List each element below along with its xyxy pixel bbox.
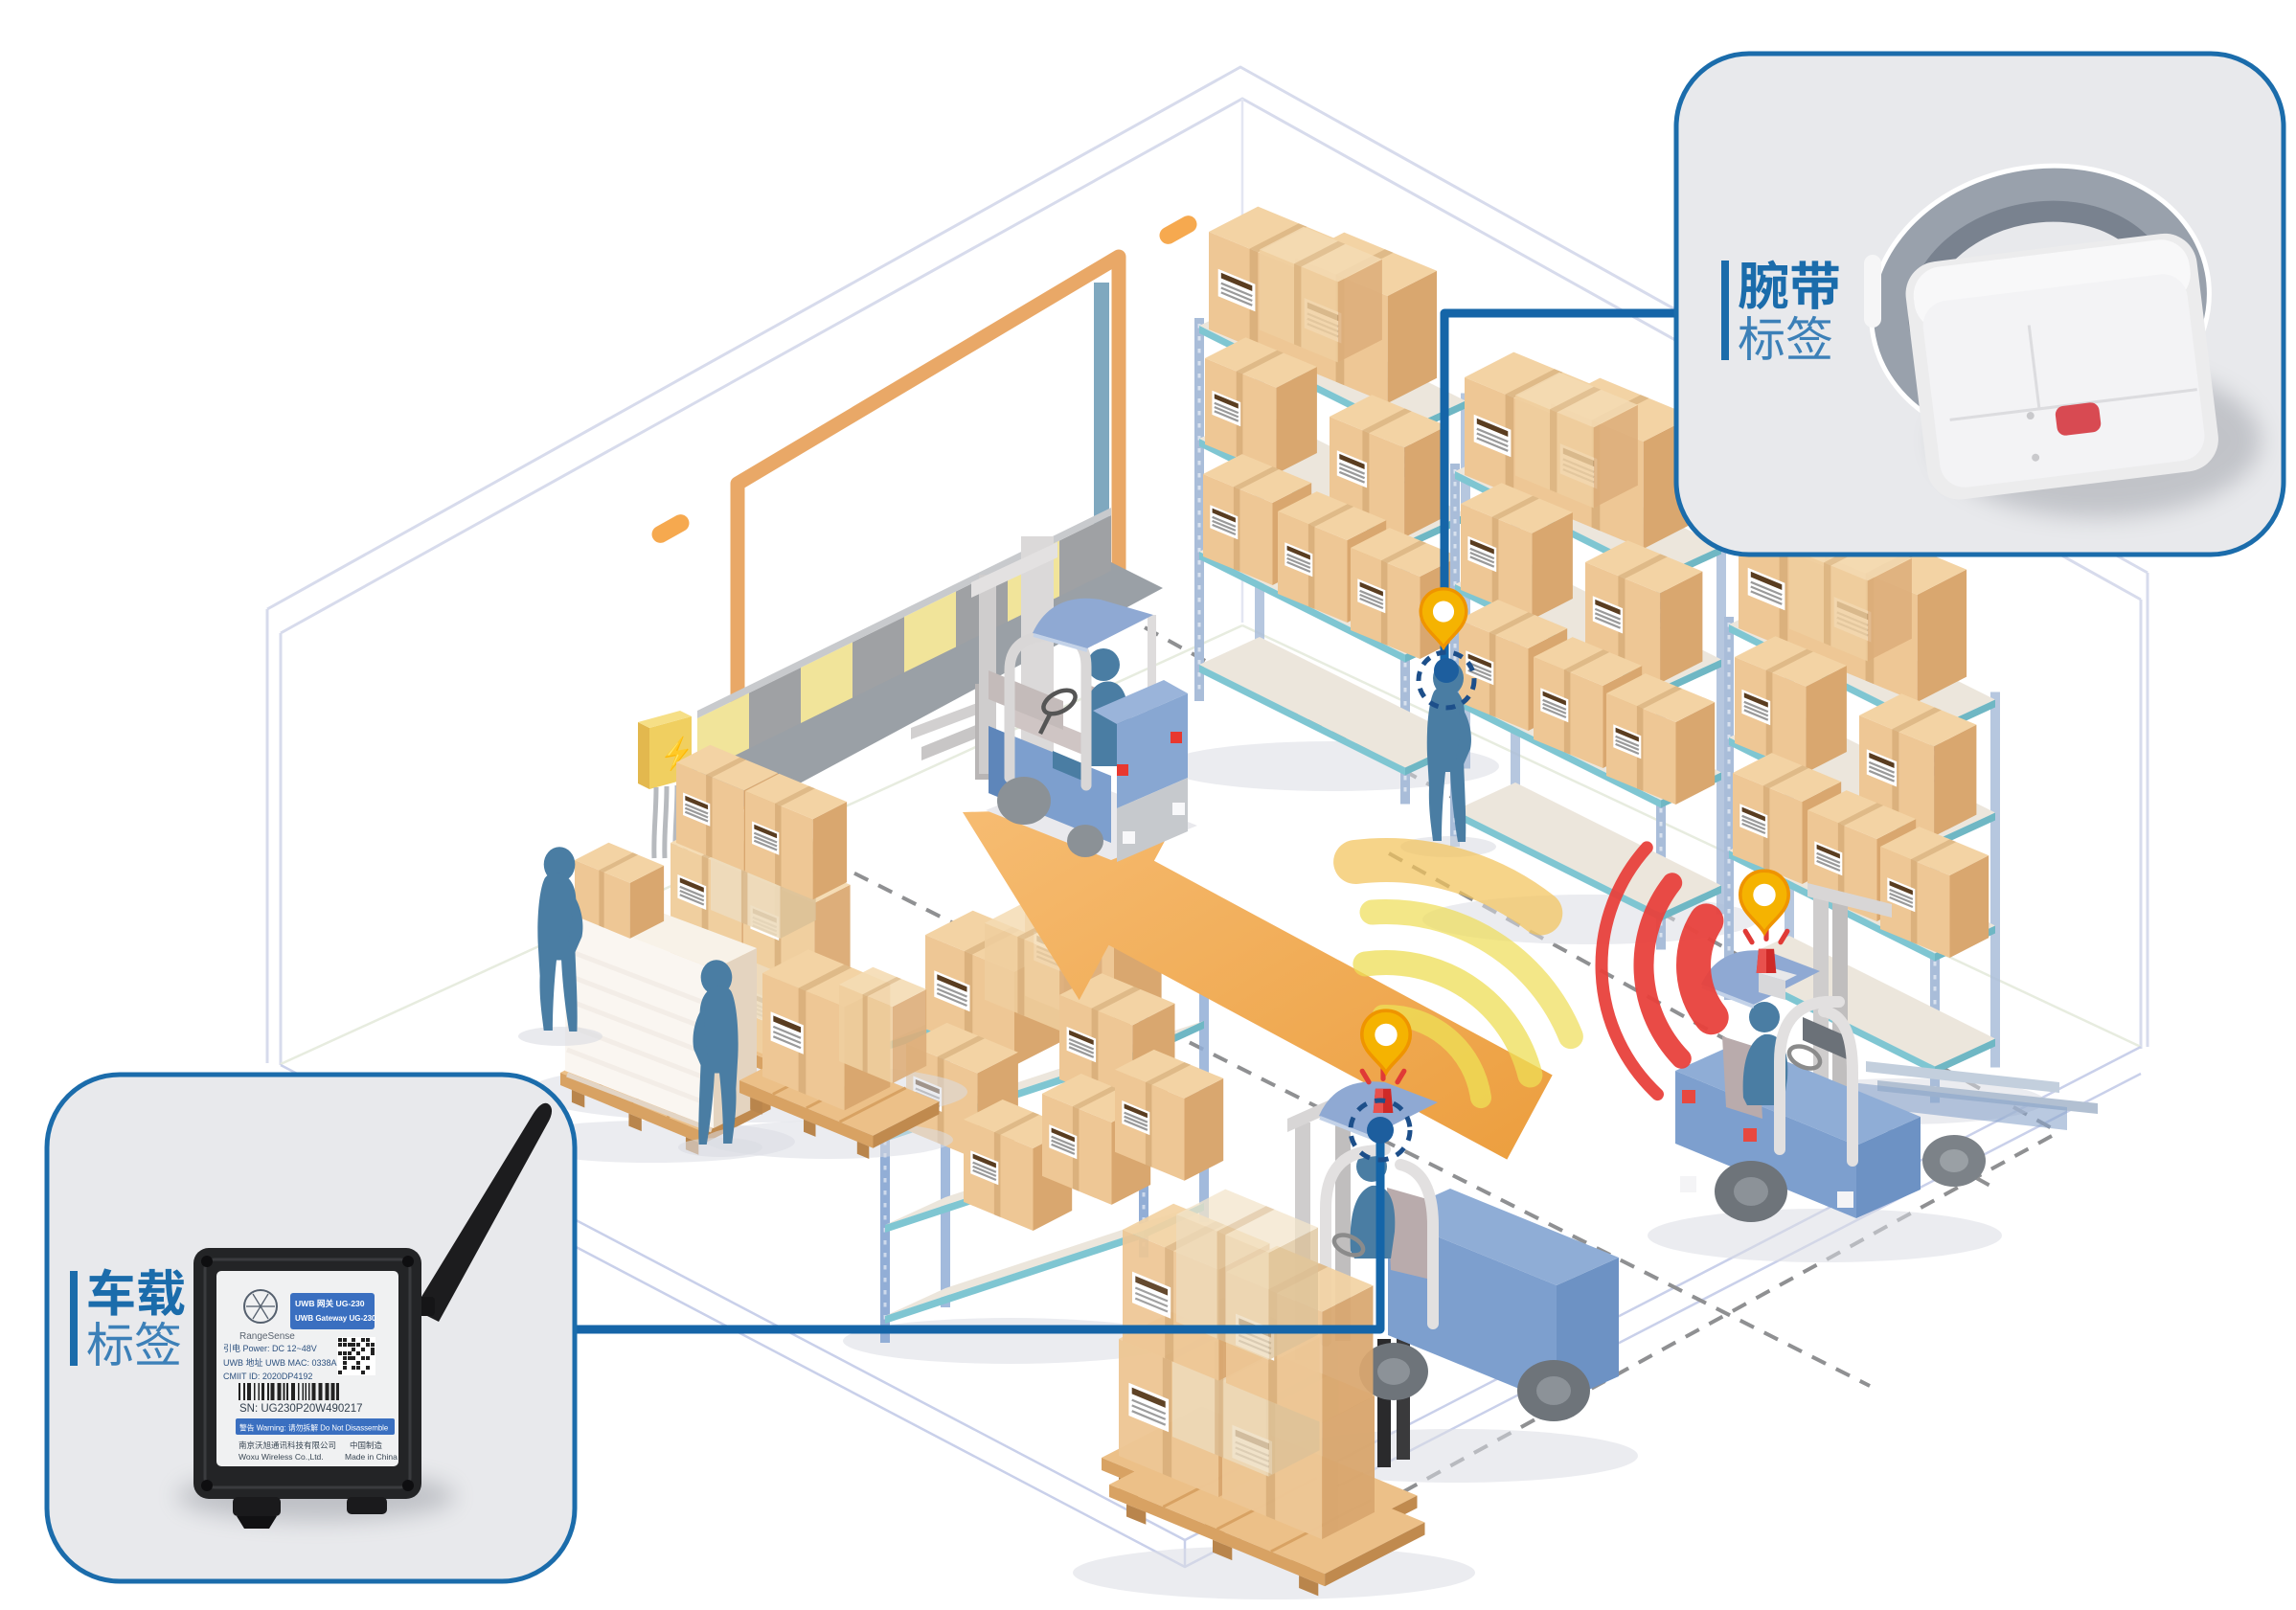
svg-text:CMIIT ID: 2020DP4192: CMIIT ID: 2020DP4192 xyxy=(223,1372,312,1381)
svg-text:UWB 网关 UG-230: UWB 网关 UG-230 xyxy=(295,1298,365,1308)
svg-text:UWB 地址 UWB MAC: 0338AB: UWB 地址 UWB MAC: 0338AB xyxy=(223,1357,343,1368)
svg-text:警告 Warning: 请勿拆解 Do Not Disass: 警告 Warning: 请勿拆解 Do Not Disassemble xyxy=(239,1423,388,1433)
svg-text:南京沃旭通讯科技有限公司: 南京沃旭通讯科技有限公司 xyxy=(239,1440,336,1450)
svg-text:引电 Power: DC 12~48V: 引电 Power: DC 12~48V xyxy=(223,1343,317,1353)
svg-text:RangeSense: RangeSense xyxy=(239,1331,295,1342)
svg-text:中国制造: 中国制造 xyxy=(350,1440,383,1450)
svg-text:SN: UG230P20W490217: SN: UG230P20W490217 xyxy=(239,1403,363,1415)
svg-text:Made in China: Made in China xyxy=(345,1452,398,1462)
svg-text:Woxu Wireless Co.,Ltd.: Woxu Wireless Co.,Ltd. xyxy=(239,1452,324,1462)
svg-text:UWB Gateway UG-230: UWB Gateway UG-230 xyxy=(295,1314,376,1323)
